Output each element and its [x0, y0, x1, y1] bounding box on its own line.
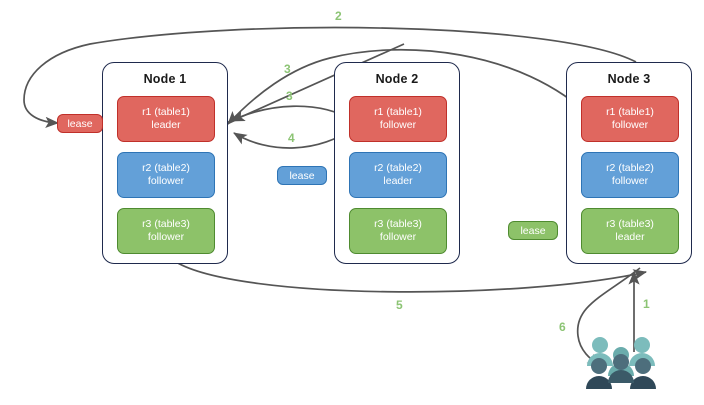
replica-role: follower [379, 231, 417, 243]
replica-name: r1 (table1) [142, 106, 190, 118]
replica-name: r3 (table3) [374, 218, 422, 230]
node-title: Node 1 [143, 72, 187, 86]
lease-badge-r3[interactable]: lease [508, 221, 558, 240]
node-title: Node 2 [375, 72, 419, 86]
replica-r2[interactable]: r2 (table2) leader [349, 152, 447, 198]
lease-badge-r2[interactable]: lease [277, 166, 327, 185]
replica-role: follower [611, 175, 649, 187]
replica-role: follower [147, 175, 185, 187]
replica-role: follower [379, 119, 417, 131]
arrow-2-path [23, 26, 637, 128]
replica-r1[interactable]: r1 (table1) follower [349, 96, 447, 142]
replica-role: follower [611, 119, 649, 131]
node-card-3[interactable]: Node 3 r1 (table1) follower r2 (table2) … [566, 62, 692, 264]
step-label-1: 1 [643, 297, 650, 311]
replica-r1[interactable]: r1 (table1) follower [581, 96, 679, 142]
replica-role: leader [615, 231, 645, 243]
step-label-6: 6 [559, 320, 566, 334]
replica-r3[interactable]: r3 (table3) follower [349, 208, 447, 254]
arrow-3a-path [227, 48, 593, 125]
step-label-2: 2 [335, 9, 342, 23]
replica-name: r3 (table3) [142, 218, 190, 230]
replica-role: follower [147, 231, 185, 243]
node-card-1[interactable]: Node 1 r1 (table1) leader r2 (table2) fo… [102, 62, 228, 264]
replica-r2[interactable]: r2 (table2) follower [581, 152, 679, 198]
lease-badge-r1[interactable]: lease [57, 114, 103, 133]
step-label-4: 4 [288, 131, 295, 145]
arrow-3c-path [231, 43, 405, 122]
replica-name: r1 (table1) [374, 106, 422, 118]
arrow-5-path [175, 261, 647, 293]
replica-r3[interactable]: r3 (table3) follower [117, 208, 215, 254]
step-label-3-upper: 3 [284, 62, 291, 76]
step-label-5: 5 [396, 298, 403, 312]
replica-name: r1 (table1) [606, 106, 654, 118]
replica-r1[interactable]: r1 (table1) leader [117, 96, 215, 142]
node-card-2[interactable]: Node 2 r1 (table1) follower r2 (table2) … [334, 62, 460, 264]
replica-role: leader [151, 119, 181, 131]
node-title: Node 3 [607, 72, 651, 86]
replica-name: r2 (table2) [606, 162, 654, 174]
step-label-3-lower: 3 [286, 89, 293, 103]
replica-name: r3 (table3) [606, 218, 654, 230]
replica-name: r2 (table2) [374, 162, 422, 174]
replica-r2[interactable]: r2 (table2) follower [117, 152, 215, 198]
users-group-icon [585, 336, 657, 392]
replica-r3[interactable]: r3 (table3) leader [581, 208, 679, 254]
replica-role: leader [383, 175, 413, 187]
replica-name: r2 (table2) [142, 162, 190, 174]
